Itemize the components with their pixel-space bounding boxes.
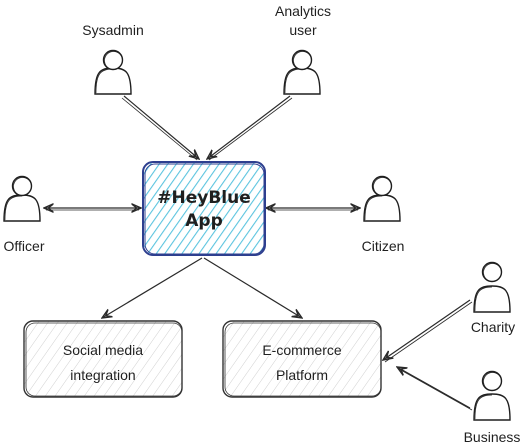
app-title-line2: App [185, 211, 223, 231]
actor-analytics-user[interactable] [283, 49, 321, 95]
social-media-integration-node[interactable]: Social media integration [23, 320, 183, 398]
user-icon [283, 49, 321, 95]
connectors [44, 95, 473, 411]
arrow-sysadmin-to-app [123, 95, 199, 159]
ecommerce-label-line2: Platform [276, 367, 328, 383]
social-label-line2: integration [70, 367, 135, 383]
business-label: Business [464, 429, 521, 445]
actor-sysadmin[interactable] [94, 49, 132, 95]
social-label-line1: Social media [63, 342, 143, 358]
actor-citizen[interactable] [363, 175, 401, 222]
arrow-analytics-to-app [207, 95, 291, 159]
arrow-charity-to-ecommerce [383, 299, 471, 360]
officer-label: Officer [4, 238, 45, 254]
app-title-line1: #HeyBlue [157, 188, 251, 208]
arrow-business-to-ecommerce [397, 367, 471, 409]
ecommerce-label-line1: E-commerce [262, 342, 342, 358]
analytics-label-line2: user [289, 22, 317, 38]
analytics-label-line1: Analytics [275, 3, 331, 19]
arrow-app-to-social [102, 257, 203, 318]
actor-business[interactable] [473, 370, 511, 421]
charity-label: Charity [471, 319, 515, 335]
user-icon [363, 175, 401, 222]
ecommerce-platform-node[interactable]: E-commerce Platform [222, 320, 382, 398]
actor-charity[interactable] [473, 261, 511, 313]
heyblue-app-node[interactable]: #HeyBlue App [142, 161, 266, 256]
actor-officer[interactable] [3, 175, 41, 222]
user-icon [473, 261, 511, 313]
citizen-label: Citizen [362, 238, 405, 254]
user-icon [94, 49, 132, 95]
user-icon [473, 370, 511, 421]
sysadmin-label: Sysadmin [82, 22, 143, 38]
arrow-app-to-ecommerce [203, 257, 302, 318]
user-icon [3, 175, 41, 222]
